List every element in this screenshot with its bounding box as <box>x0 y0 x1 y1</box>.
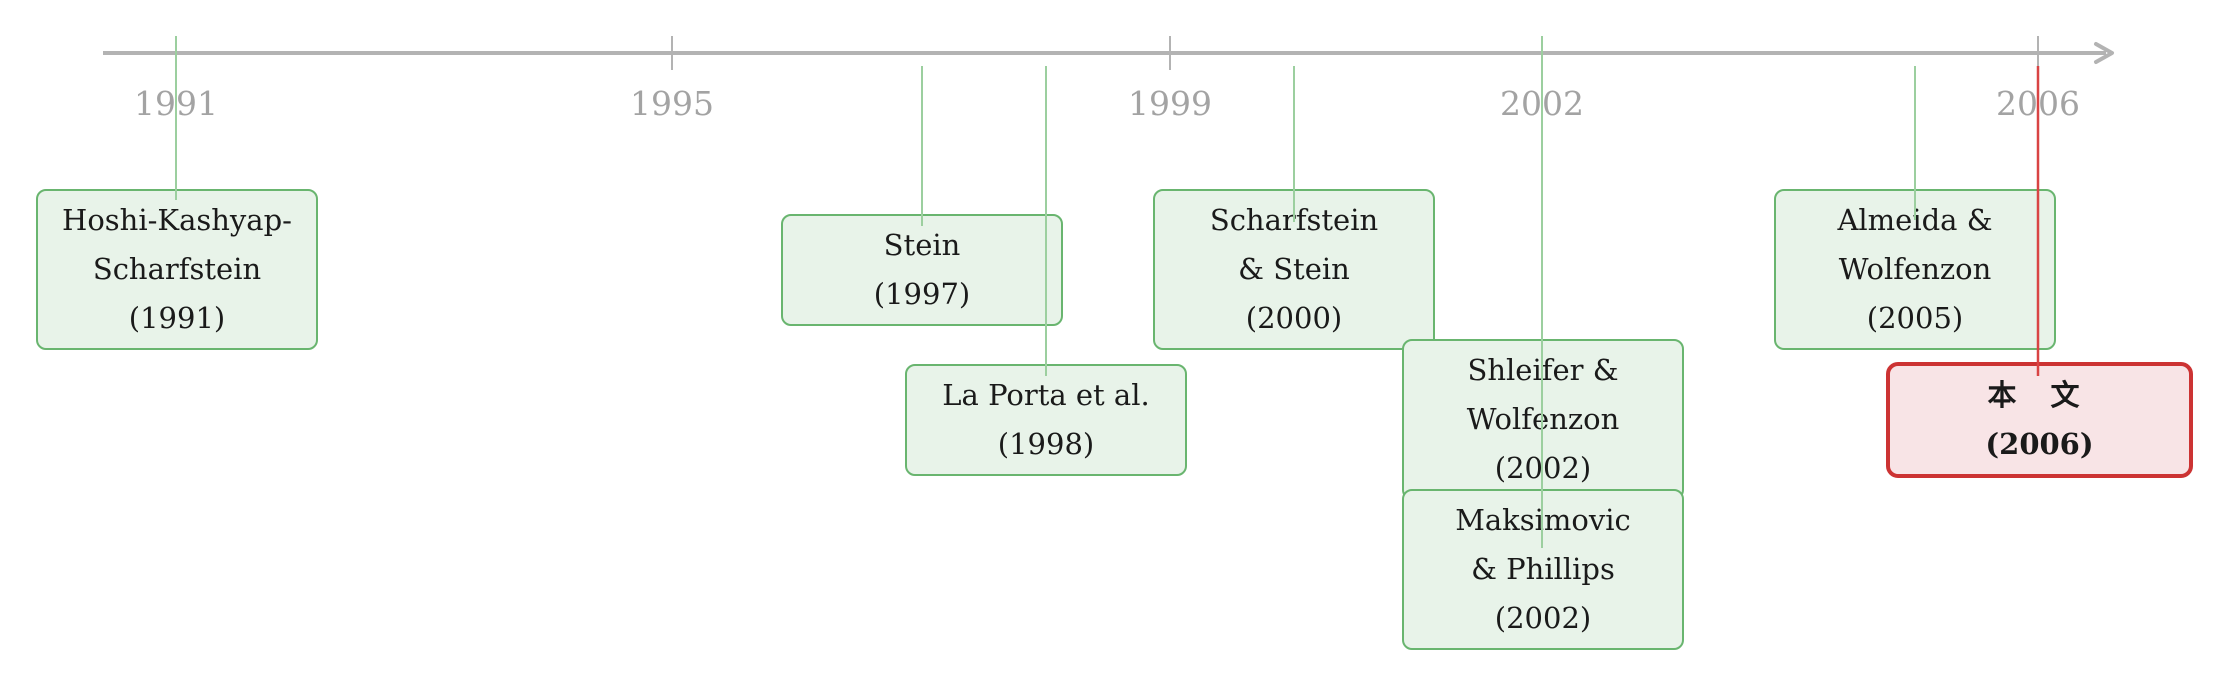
year-label-1991: 1991 <box>134 84 218 123</box>
event-text-line: Stein <box>883 228 961 262</box>
year-label-1999: 1999 <box>1128 84 1212 123</box>
event-text-line: Hoshi-Kashyap- <box>62 203 292 237</box>
event-box-hoshi-kashyap-scharfstein: Hoshi-Kashyap- Scharfstein (1991) <box>36 189 318 350</box>
event-year-text: (2005) <box>1866 301 1964 335</box>
event-year-text: (2002) <box>1494 601 1592 635</box>
axis-arrow-icon <box>2094 42 2114 64</box>
event-box-la-porta: La Porta et al. (1998) <box>905 364 1187 476</box>
year-label-1995: 1995 <box>630 84 714 123</box>
event-box-maksimovic-phillips: Maksimovic & Phillips (2002) <box>1402 489 1684 650</box>
event-year-text: (2006) <box>1985 427 2094 461</box>
event-box-this-paper: 本 文 (2006) <box>1886 362 2193 478</box>
event-year-text: (2002) <box>1494 451 1592 485</box>
event-box-shleifer-wolfenzon: Shleifer & Wolfenzon (2002) <box>1402 339 1684 500</box>
event-text-line: Maksimovic <box>1455 503 1631 537</box>
event-year-text: (2000) <box>1245 301 1343 335</box>
event-text-line: & Stein <box>1238 252 1350 286</box>
year-label-2006: 2006 <box>1996 84 2080 123</box>
event-box-almeida-wolfenzon: Almeida & Wolfenzon (2005) <box>1774 189 2056 350</box>
event-text-line: 本 文 <box>1987 378 2092 412</box>
event-text-line: Scharfstein <box>1209 203 1379 237</box>
event-text-line: Almeida & <box>1837 203 1993 237</box>
event-year-text: (1998) <box>997 427 1095 461</box>
event-box-scharfstein-stein: Scharfstein & Stein (2000) <box>1153 189 1435 350</box>
event-year-text: (1997) <box>873 277 971 311</box>
event-box-stein: Stein (1997) <box>781 214 1063 326</box>
event-text-line: Scharfstein <box>92 252 262 286</box>
event-text-line: Shleifer & <box>1467 353 1619 387</box>
event-text-line: & Phillips <box>1471 552 1615 586</box>
event-text-line: La Porta et al. <box>942 378 1150 412</box>
event-year-text: (1991) <box>128 301 226 335</box>
event-text-line: Wolfenzon <box>1838 252 1992 286</box>
event-text-line: Wolfenzon <box>1466 402 1620 436</box>
year-label-2002: 2002 <box>1500 84 1584 123</box>
